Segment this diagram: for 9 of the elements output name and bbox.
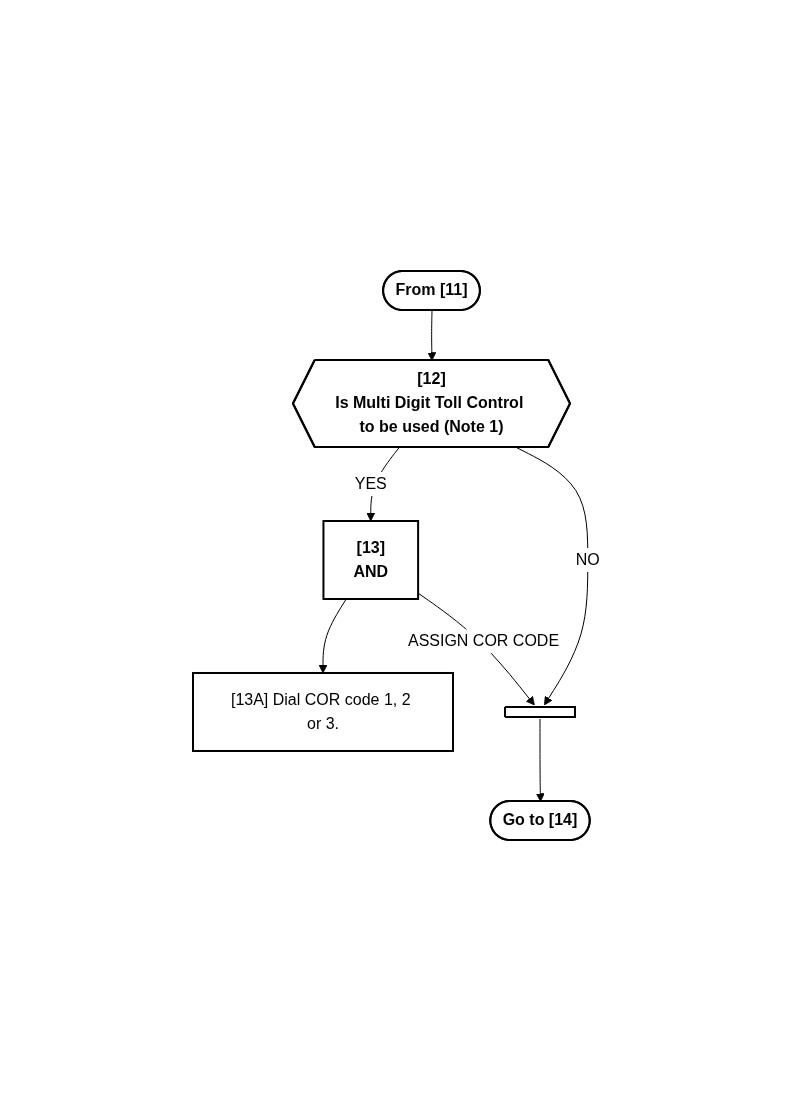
arrow	[318, 598, 347, 673]
node-box: [13A] Dial COR code 1, 2 or 3.	[191, 671, 454, 752]
edge-label: NO	[575, 550, 600, 568]
edge-label: YES	[354, 474, 387, 492]
edge-label: ASSIGN COR CODE	[407, 631, 559, 649]
arrow	[427, 309, 436, 361]
arrow	[515, 446, 588, 705]
node-box: [13] AND	[322, 519, 419, 600]
arrow	[535, 718, 545, 802]
